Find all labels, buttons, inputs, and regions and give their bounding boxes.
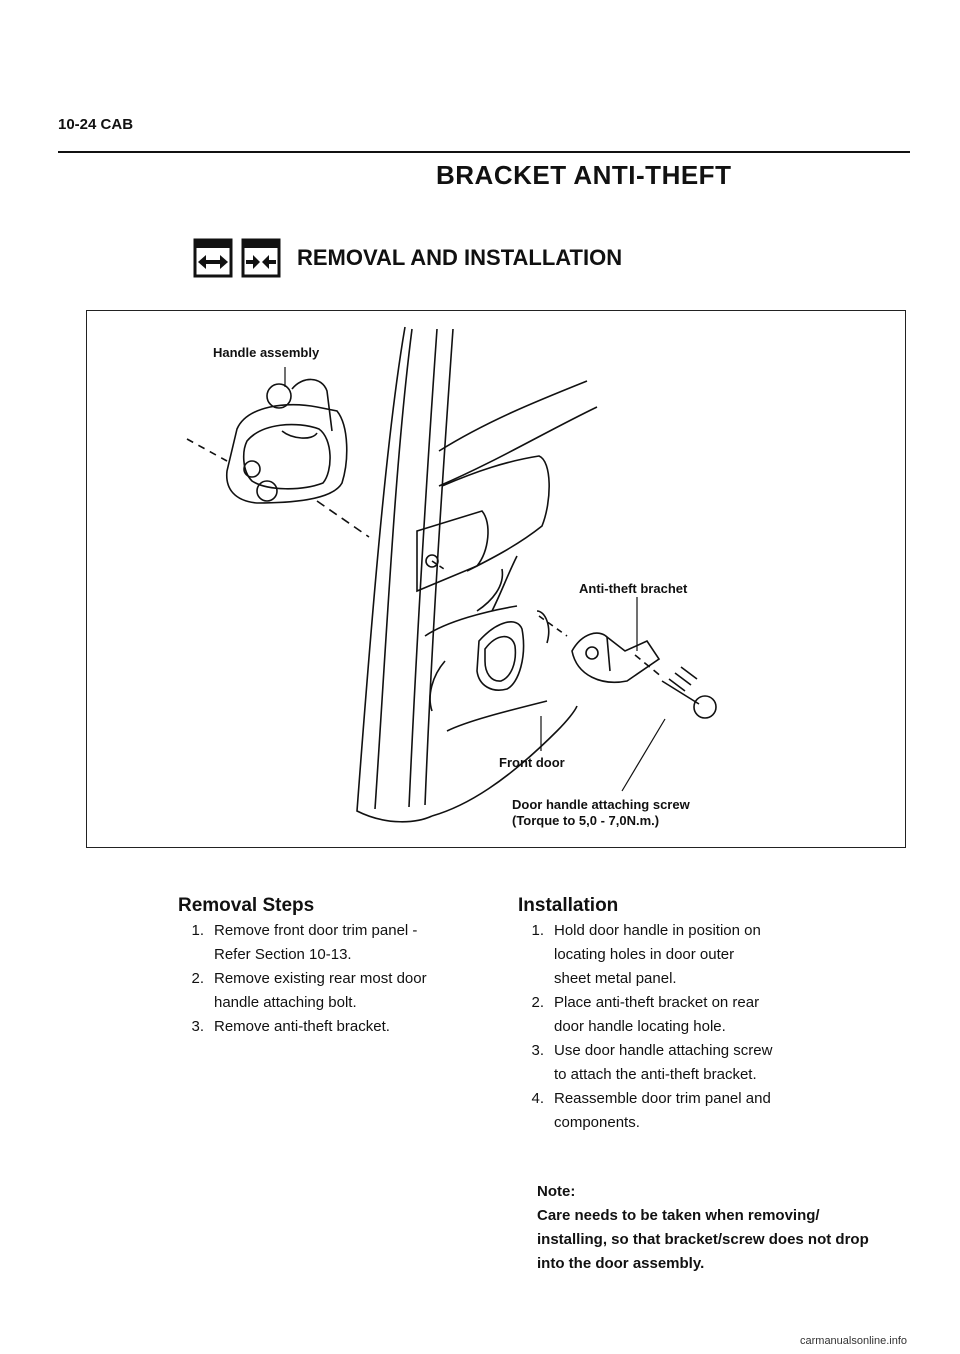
note-line: installing, so that bracket/screw does n…: [537, 1231, 869, 1248]
label-front-door: Front door: [499, 755, 565, 770]
watermark: carmanualsonline.info: [800, 1335, 908, 1347]
subheading-text: REMOVAL AND INSTALLATION: [297, 245, 623, 270]
note-block: Note: Care needs to be taken when removi…: [537, 1180, 927, 1276]
removal-step: 1.Remove front door trim panel -Refer Se…: [191, 922, 418, 963]
removal-steps-list: 1.Remove front door trim panel -Refer Se…: [178, 919, 478, 1039]
page-title: BRACKET ANTI-THEFT: [436, 160, 732, 190]
removal-section: Removal Steps 1.Remove front door trim p…: [178, 895, 478, 1039]
door-diagram: Handle assembly Anti-theft brachet Front…: [86, 310, 906, 848]
door-diagram-drawing: [186, 326, 717, 823]
removal-step: 3.Remove anti-theft bracket.: [191, 1018, 390, 1035]
label-torque: (Torque to 5,0 - 7,0N.m.): [512, 813, 660, 828]
removal-title: Removal Steps: [178, 895, 315, 916]
note-line: Care needs to be taken when removing/: [537, 1207, 820, 1224]
page-header-section: 10-24 CAB: [58, 116, 134, 133]
installation-icon: [241, 238, 281, 278]
label-anti-theft-bracket: Anti-theft brachet: [579, 581, 688, 596]
header-rule: [58, 151, 910, 153]
installation-title: Installation: [518, 895, 619, 916]
label-handle-assembly: Handle assembly: [213, 345, 320, 360]
note-label: Note:: [537, 1183, 576, 1200]
subheading: REMOVAL AND INSTALLATION: [193, 238, 622, 278]
anti-theft-bracket-drawing: [571, 632, 661, 683]
removal-icon: [193, 238, 233, 278]
front-door-drawing: [356, 326, 433, 823]
label-attaching-screw: Door handle attaching screw: [512, 797, 690, 812]
installation-section: Installation 1.Hold door handle in posit…: [518, 895, 848, 1135]
attaching-screw-drawing: [668, 666, 698, 692]
note-line: into the door assembly.: [537, 1255, 705, 1272]
